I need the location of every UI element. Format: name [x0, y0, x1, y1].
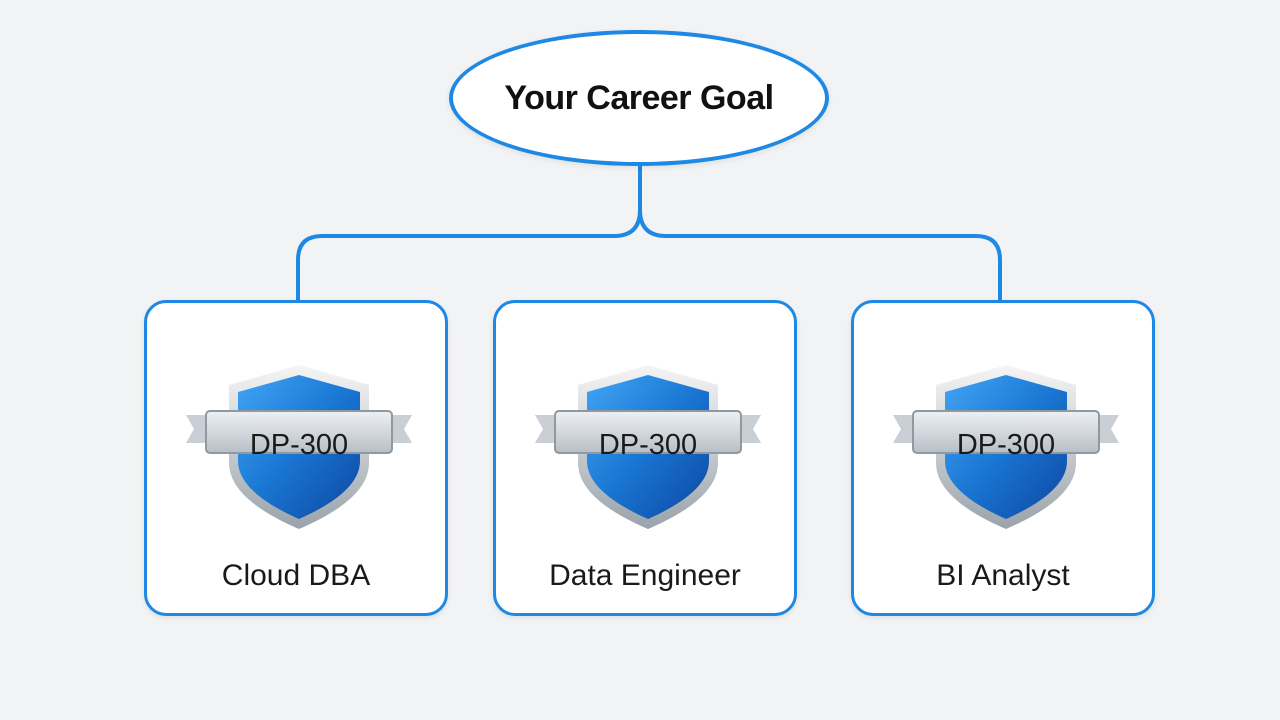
role-card-cloud-dba: DP-300 Cloud DBA: [144, 300, 448, 616]
certification-badge: DP-300: [529, 359, 767, 535]
role-label: Data Engineer: [549, 559, 741, 592]
role-label: Cloud DBA: [221, 559, 371, 592]
role-card-data-engineer: DP-300 Data Engineer: [493, 300, 797, 616]
shield-badge-icon: [893, 365, 1119, 529]
badge-code: DP-300: [249, 429, 349, 461]
badge-code: DP-300: [956, 429, 1056, 461]
certification-badge: DP-300: [887, 359, 1125, 535]
connector-right: [638, 208, 1002, 302]
career-goal-label: Your Career Goal: [504, 78, 774, 117]
career-goal-node: Your Career Goal: [449, 30, 829, 166]
shield-badge-icon: [535, 365, 761, 529]
shield-badge-icon: [186, 365, 412, 529]
badge-code: DP-300: [598, 429, 698, 461]
role-label: BI Analyst: [936, 559, 1070, 592]
connector-trunk: [296, 164, 642, 302]
role-card-bi-analyst: DP-300 BI Analyst: [851, 300, 1155, 616]
certification-badge: DP-300: [180, 359, 418, 535]
